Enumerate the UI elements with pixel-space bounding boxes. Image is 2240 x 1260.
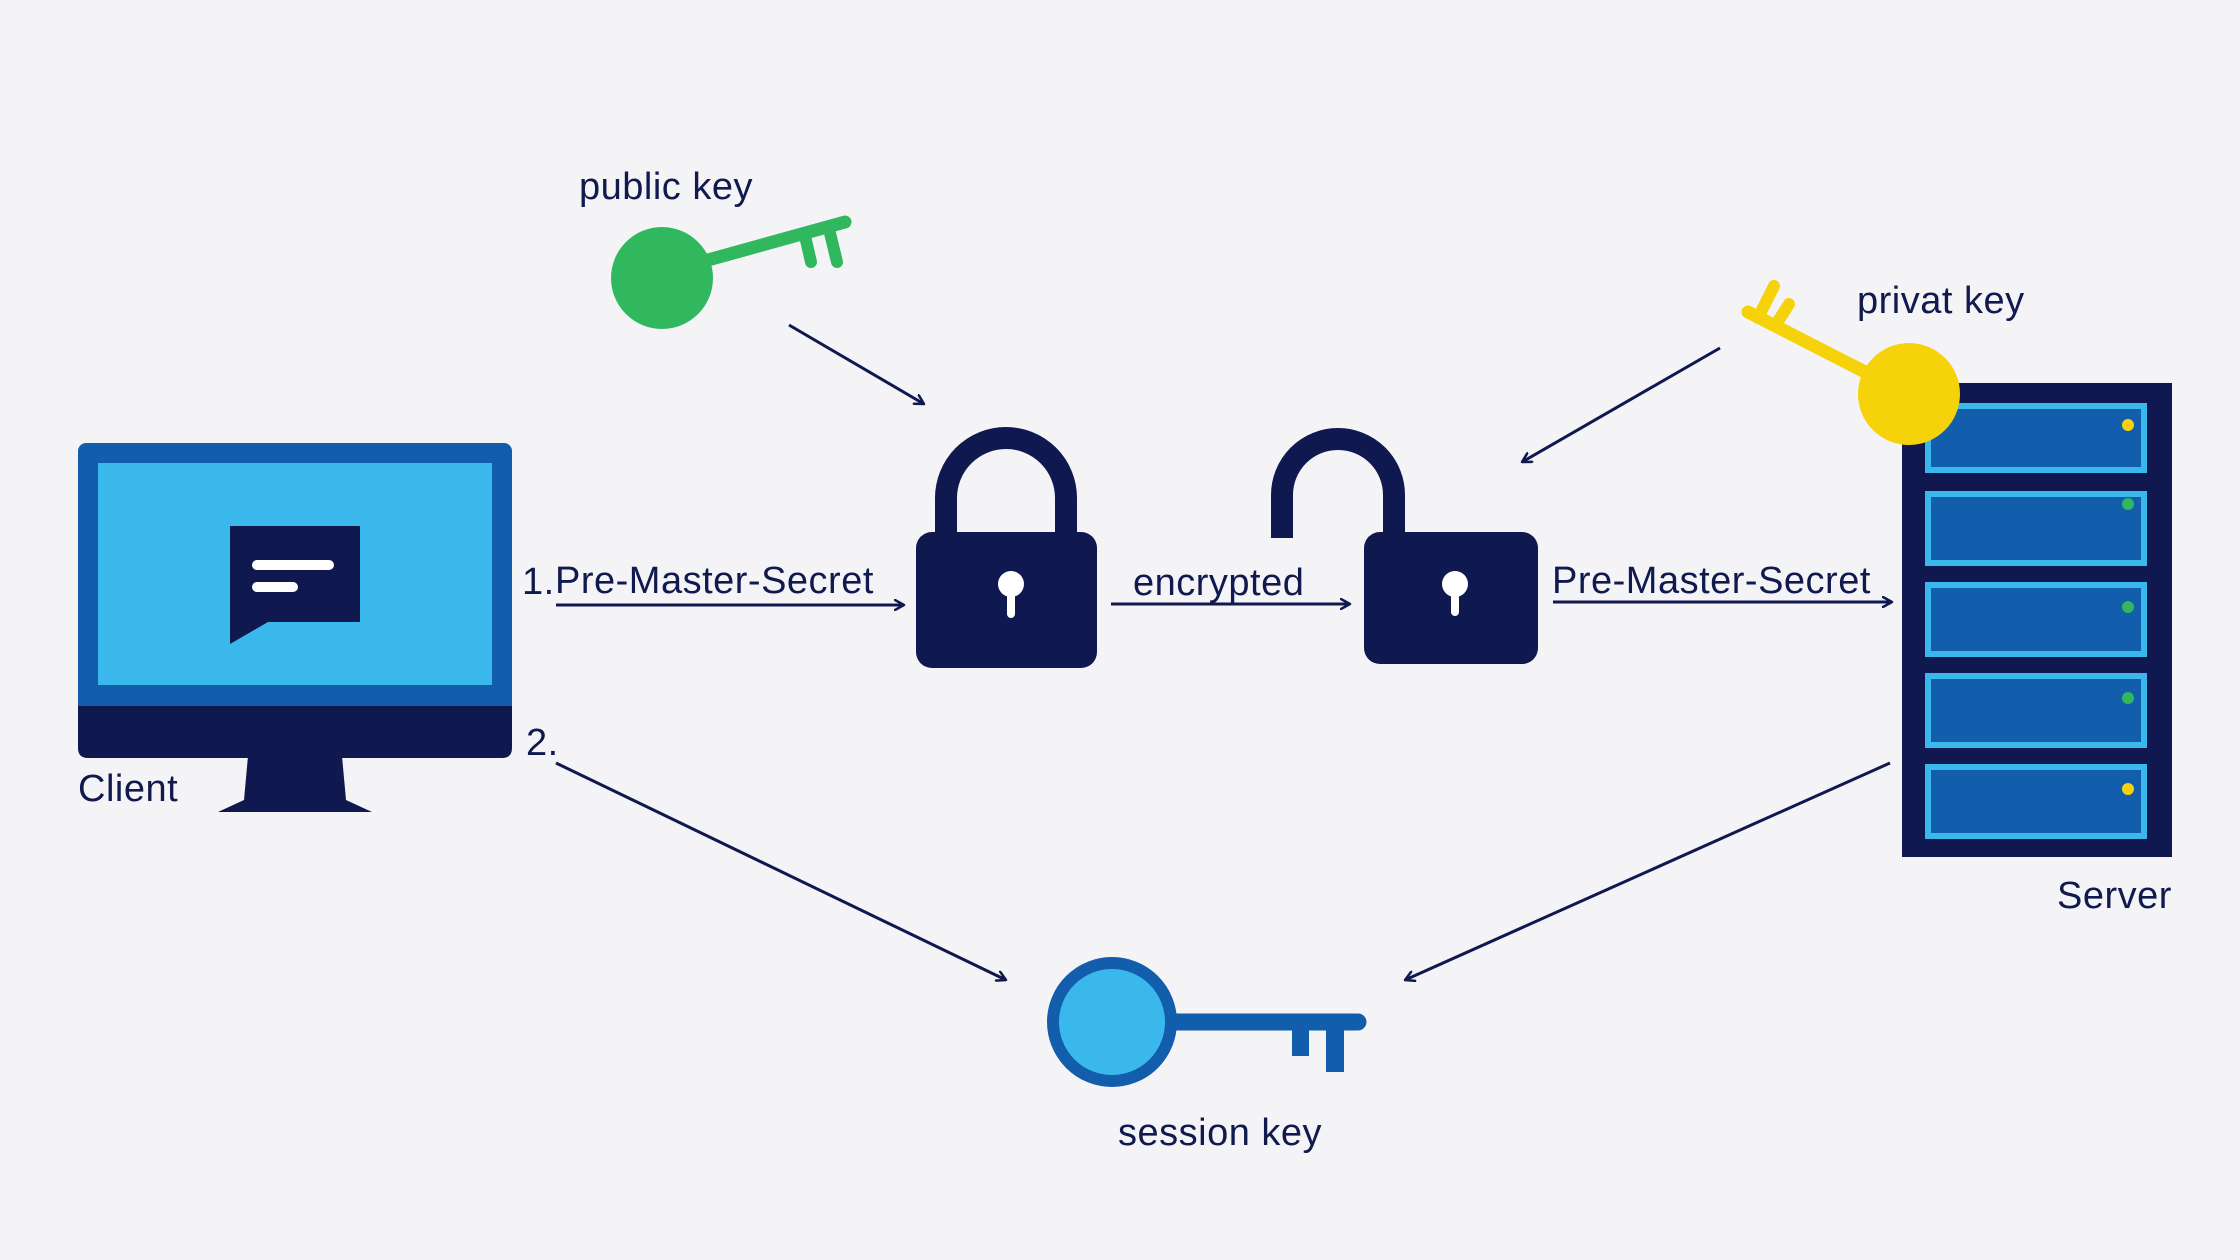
step1-pre-master-secret-label: Pre-Master-Secret [555, 560, 874, 602]
session-key-label: session key [1118, 1112, 1323, 1154]
step1-number: 1. [522, 561, 555, 603]
server-label: Server [2057, 875, 2172, 917]
server-rack-icon [1902, 383, 2172, 857]
private-key-label: privat key [1857, 280, 2025, 322]
client-monitor-icon [78, 443, 512, 812]
client-label: Client [78, 768, 179, 810]
arrow-client-to-session-key [555, 761, 1006, 980]
session-key-icon [1047, 957, 1367, 1087]
chat-icon [230, 526, 360, 644]
padlock-closed-icon [916, 427, 1097, 668]
step2-number: 2. [526, 722, 559, 764]
encrypted-label: encrypted [1133, 562, 1305, 604]
private-key-icon [1741, 280, 1960, 445]
arrow-private-key-to-lock [1522, 346, 1721, 464]
arrow-public-key-to-lock [788, 323, 924, 406]
public-key-icon [611, 215, 852, 329]
public-key-label: public key [579, 166, 753, 208]
arrow-server-to-session-key [1405, 761, 1891, 980]
padlock-open-icon [1271, 428, 1538, 664]
server-pre-master-secret-label: Pre-Master-Secret [1552, 560, 1871, 602]
